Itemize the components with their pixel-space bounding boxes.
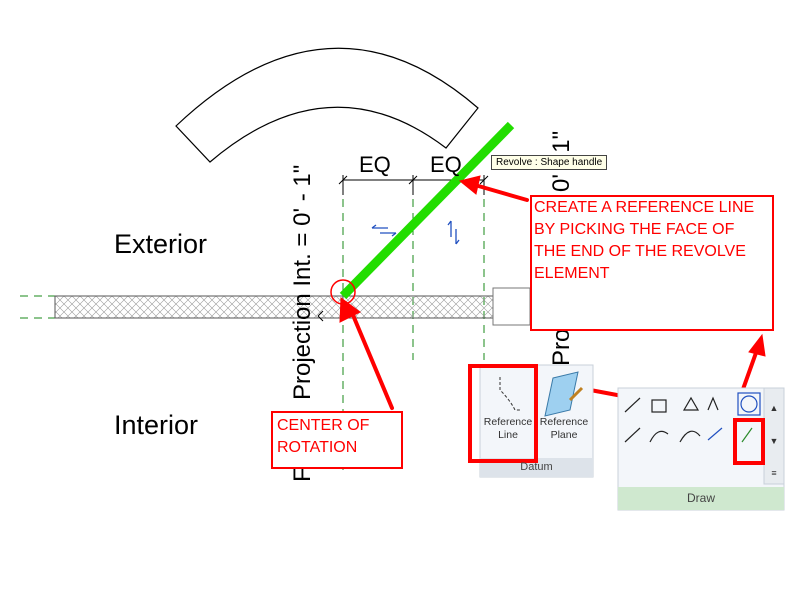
revolve-arc[interactable]	[175, 47, 479, 163]
shape-handle-tooltip: Revolve : Shape handle	[491, 155, 608, 170]
reference-plane-button[interactable]: Reference Plane	[539, 416, 589, 441]
exterior-label: Exterior	[114, 229, 208, 259]
reference-plane-icon	[544, 371, 584, 417]
eq-left-label[interactable]: EQ	[359, 152, 391, 177]
reference-line-icon	[499, 377, 520, 411]
pick-lines-highlight	[733, 418, 765, 465]
reference-line-button[interactable]: Reference Line	[483, 416, 533, 441]
interior-label: Interior	[114, 410, 199, 440]
center-of-rotation-callout: CENTER OF ROTATION	[271, 411, 403, 469]
flip-horizontal-icon[interactable]	[371, 224, 397, 237]
shape-handle-line[interactable]	[339, 121, 515, 300]
eq-right-label[interactable]: EQ	[430, 152, 462, 177]
reference-line-callout: CREATE A REFERENCE LINE BY PICKING THE F…	[530, 195, 774, 331]
projection-dimension-left-prefix: F	[289, 467, 316, 482]
datum-panel-title: Datum	[520, 461, 553, 473]
scroll-down-icon[interactable]: ▼	[769, 436, 779, 446]
flip-vertical-icon[interactable]	[447, 220, 460, 245]
reference-line-highlight	[468, 364, 538, 463]
expand-icon[interactable]: ≡	[771, 468, 777, 478]
wall-right[interactable]	[342, 295, 494, 319]
draw-tools	[624, 392, 761, 443]
scroll-up-icon[interactable]: ▲	[769, 403, 779, 413]
projection-dimension-left[interactable]: Projection Int. = 0' - 1"	[289, 164, 316, 400]
draw-panel-title: Draw	[686, 491, 715, 505]
